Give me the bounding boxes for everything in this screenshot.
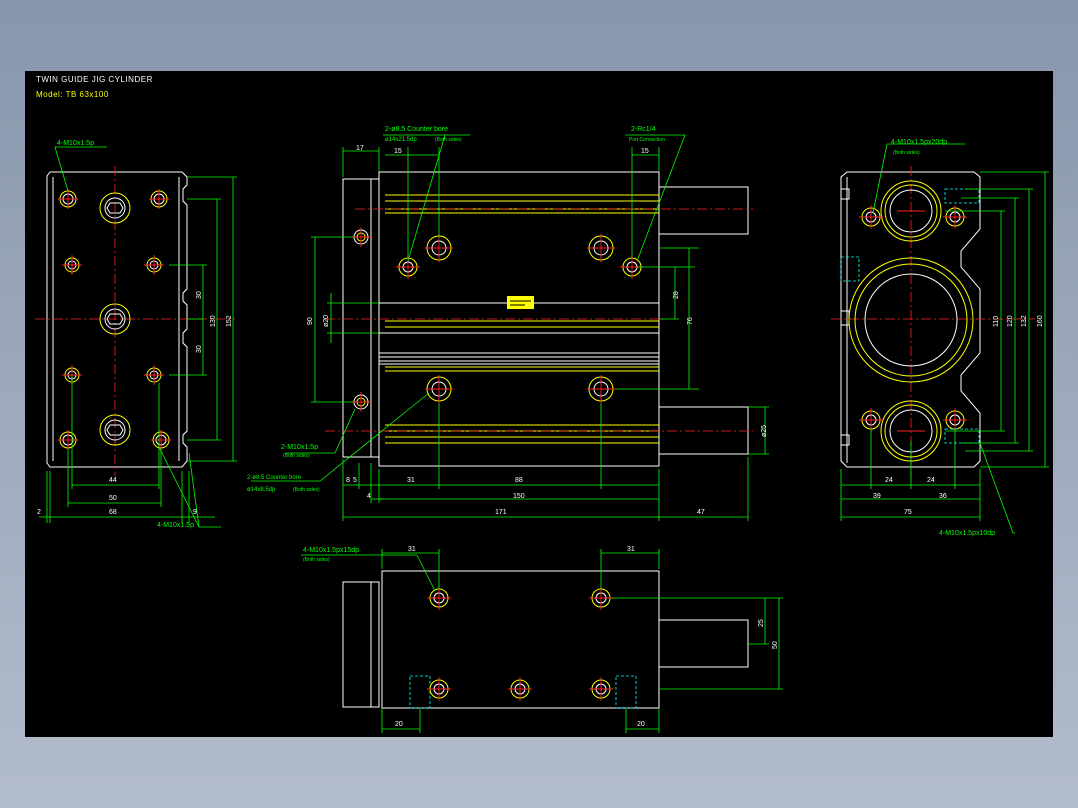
dim-plan-20a: 20 bbox=[395, 721, 403, 728]
dim-front-5: 5 bbox=[353, 477, 357, 484]
dim-front-171: 171 bbox=[495, 509, 507, 516]
note-both-sides-plan: (Both sides) bbox=[303, 557, 330, 563]
note-port: 2-Rc1/4 bbox=[631, 126, 656, 133]
plan-end-plate bbox=[342, 581, 380, 708]
dim-left-9: 9 bbox=[193, 509, 197, 516]
dim-left-2: 2 bbox=[37, 509, 41, 516]
dim-front-4: 4 bbox=[367, 493, 371, 500]
note-both-sides-end: (Both sides) bbox=[893, 150, 920, 156]
dim-plan-31a: 31 bbox=[408, 546, 416, 553]
note-counter-bore-top: 2-ø8.5 Counter bore bbox=[385, 126, 448, 133]
dim-end-160: 160 bbox=[1037, 315, 1044, 327]
dim-plan-25: 25 bbox=[758, 619, 765, 627]
note-tap-end: 4-M10x1.5px20dp bbox=[891, 139, 947, 146]
note-port-sub: Port Connection bbox=[629, 137, 665, 143]
dim-left-30a: 30 bbox=[196, 291, 203, 299]
dim-left-152: 152 bbox=[226, 315, 233, 327]
note-counter-bore-bottom-sub: ø14x8.5dp bbox=[247, 487, 276, 493]
dim-front-8: 8 bbox=[346, 477, 350, 484]
dim-front-76: 76 bbox=[687, 317, 694, 325]
dim-front-25: ø25 bbox=[761, 425, 768, 437]
cad-drawing: .w{stroke:#fff;fill:none;stroke-width:1}… bbox=[35, 126, 1049, 733]
dim-end-75: 75 bbox=[904, 509, 912, 516]
nameplate-label bbox=[507, 296, 534, 309]
dim-front-20: ø20 bbox=[323, 315, 330, 327]
dim-end-132: 132 bbox=[1021, 315, 1028, 327]
end-plate bbox=[342, 178, 380, 458]
dim-plan-20b: 20 bbox=[637, 721, 645, 728]
upper-rod bbox=[658, 186, 749, 235]
dim-plan-31b: 31 bbox=[627, 546, 635, 553]
left-view-holes bbox=[59, 190, 170, 449]
front-view: 2-ø8.5 Counter bore ø14x21.5dp (Both sid… bbox=[247, 126, 769, 521]
dim-front-28: 28 bbox=[673, 291, 680, 299]
cad-drawing-canvas[interactable]: TWIN GUIDE JIG CYLINDER Model: TB 63x100… bbox=[25, 71, 1053, 737]
dim-left-50: 50 bbox=[109, 495, 117, 502]
note-tap-front: 4-M10x1.5p bbox=[57, 140, 94, 147]
dim-front-88: 88 bbox=[515, 477, 523, 484]
note-counter-bore-top-sub: ø14x21.5dp bbox=[385, 137, 417, 143]
dim-left-44: 44 bbox=[109, 477, 117, 484]
dim-end-120: 120 bbox=[1007, 315, 1014, 327]
dim-end-110: 110 bbox=[993, 316, 1000, 327]
note-both-sides-top: (Both sides) bbox=[435, 137, 462, 143]
dim-front-17: 17 bbox=[356, 145, 364, 152]
left-view: 4-M10x1.5p 4-M10x1.5p 30 30 130 152 44 5… bbox=[35, 140, 237, 529]
dim-end-36: 36 bbox=[939, 493, 947, 500]
plan-view: 4-M10x1.5px15dp (Both sides) 31 31 25 50… bbox=[301, 546, 783, 733]
dim-left-130: 130 bbox=[210, 315, 217, 327]
note-counter-bore-bottom: 2-ø8.5 Counter bore bbox=[247, 475, 302, 481]
note-both-sides-bottom: (Both sides) bbox=[293, 487, 320, 493]
plan-rod bbox=[658, 619, 749, 668]
dim-front-15b: 15 bbox=[641, 148, 649, 155]
left-view-outline bbox=[46, 171, 188, 468]
dim-front-31: 31 bbox=[407, 477, 415, 484]
dim-front-90: 90 bbox=[307, 317, 314, 325]
end-view-outline bbox=[840, 171, 981, 468]
dim-plan-50: 50 bbox=[772, 641, 779, 649]
drawing-title: TWIN GUIDE JIG CYLINDER bbox=[36, 75, 153, 84]
note-tap-front-bottom: 4-M10x1.5p bbox=[157, 522, 194, 529]
note-both-sides-side: (Both sides) bbox=[283, 453, 310, 459]
note-tap-end-bottom: 4-M10x1.5px10dp bbox=[939, 530, 995, 537]
lower-rod bbox=[658, 406, 749, 455]
dim-front-150: 150 bbox=[513, 493, 525, 500]
end-view: 4-M10x1.5px20dp (Both sides) 4-M10x1.5px… bbox=[831, 139, 1049, 537]
dim-front-15a: 15 bbox=[394, 148, 402, 155]
dim-left-30b: 30 bbox=[196, 345, 203, 353]
drawing-model: Model: TB 63x100 bbox=[36, 90, 109, 99]
dim-front-47: 47 bbox=[697, 509, 705, 516]
note-tap-plan: 4-M10x1.5px15dp bbox=[303, 547, 359, 554]
front-view-holes bbox=[353, 229, 642, 410]
dim-end-24b: 24 bbox=[927, 477, 935, 484]
dim-end-39: 39 bbox=[873, 493, 881, 500]
dim-end-24a: 24 bbox=[885, 477, 893, 484]
note-tap-side: 2-M10x1.5p bbox=[281, 444, 318, 451]
plan-body bbox=[381, 570, 660, 709]
dim-left-68: 68 bbox=[109, 509, 117, 516]
